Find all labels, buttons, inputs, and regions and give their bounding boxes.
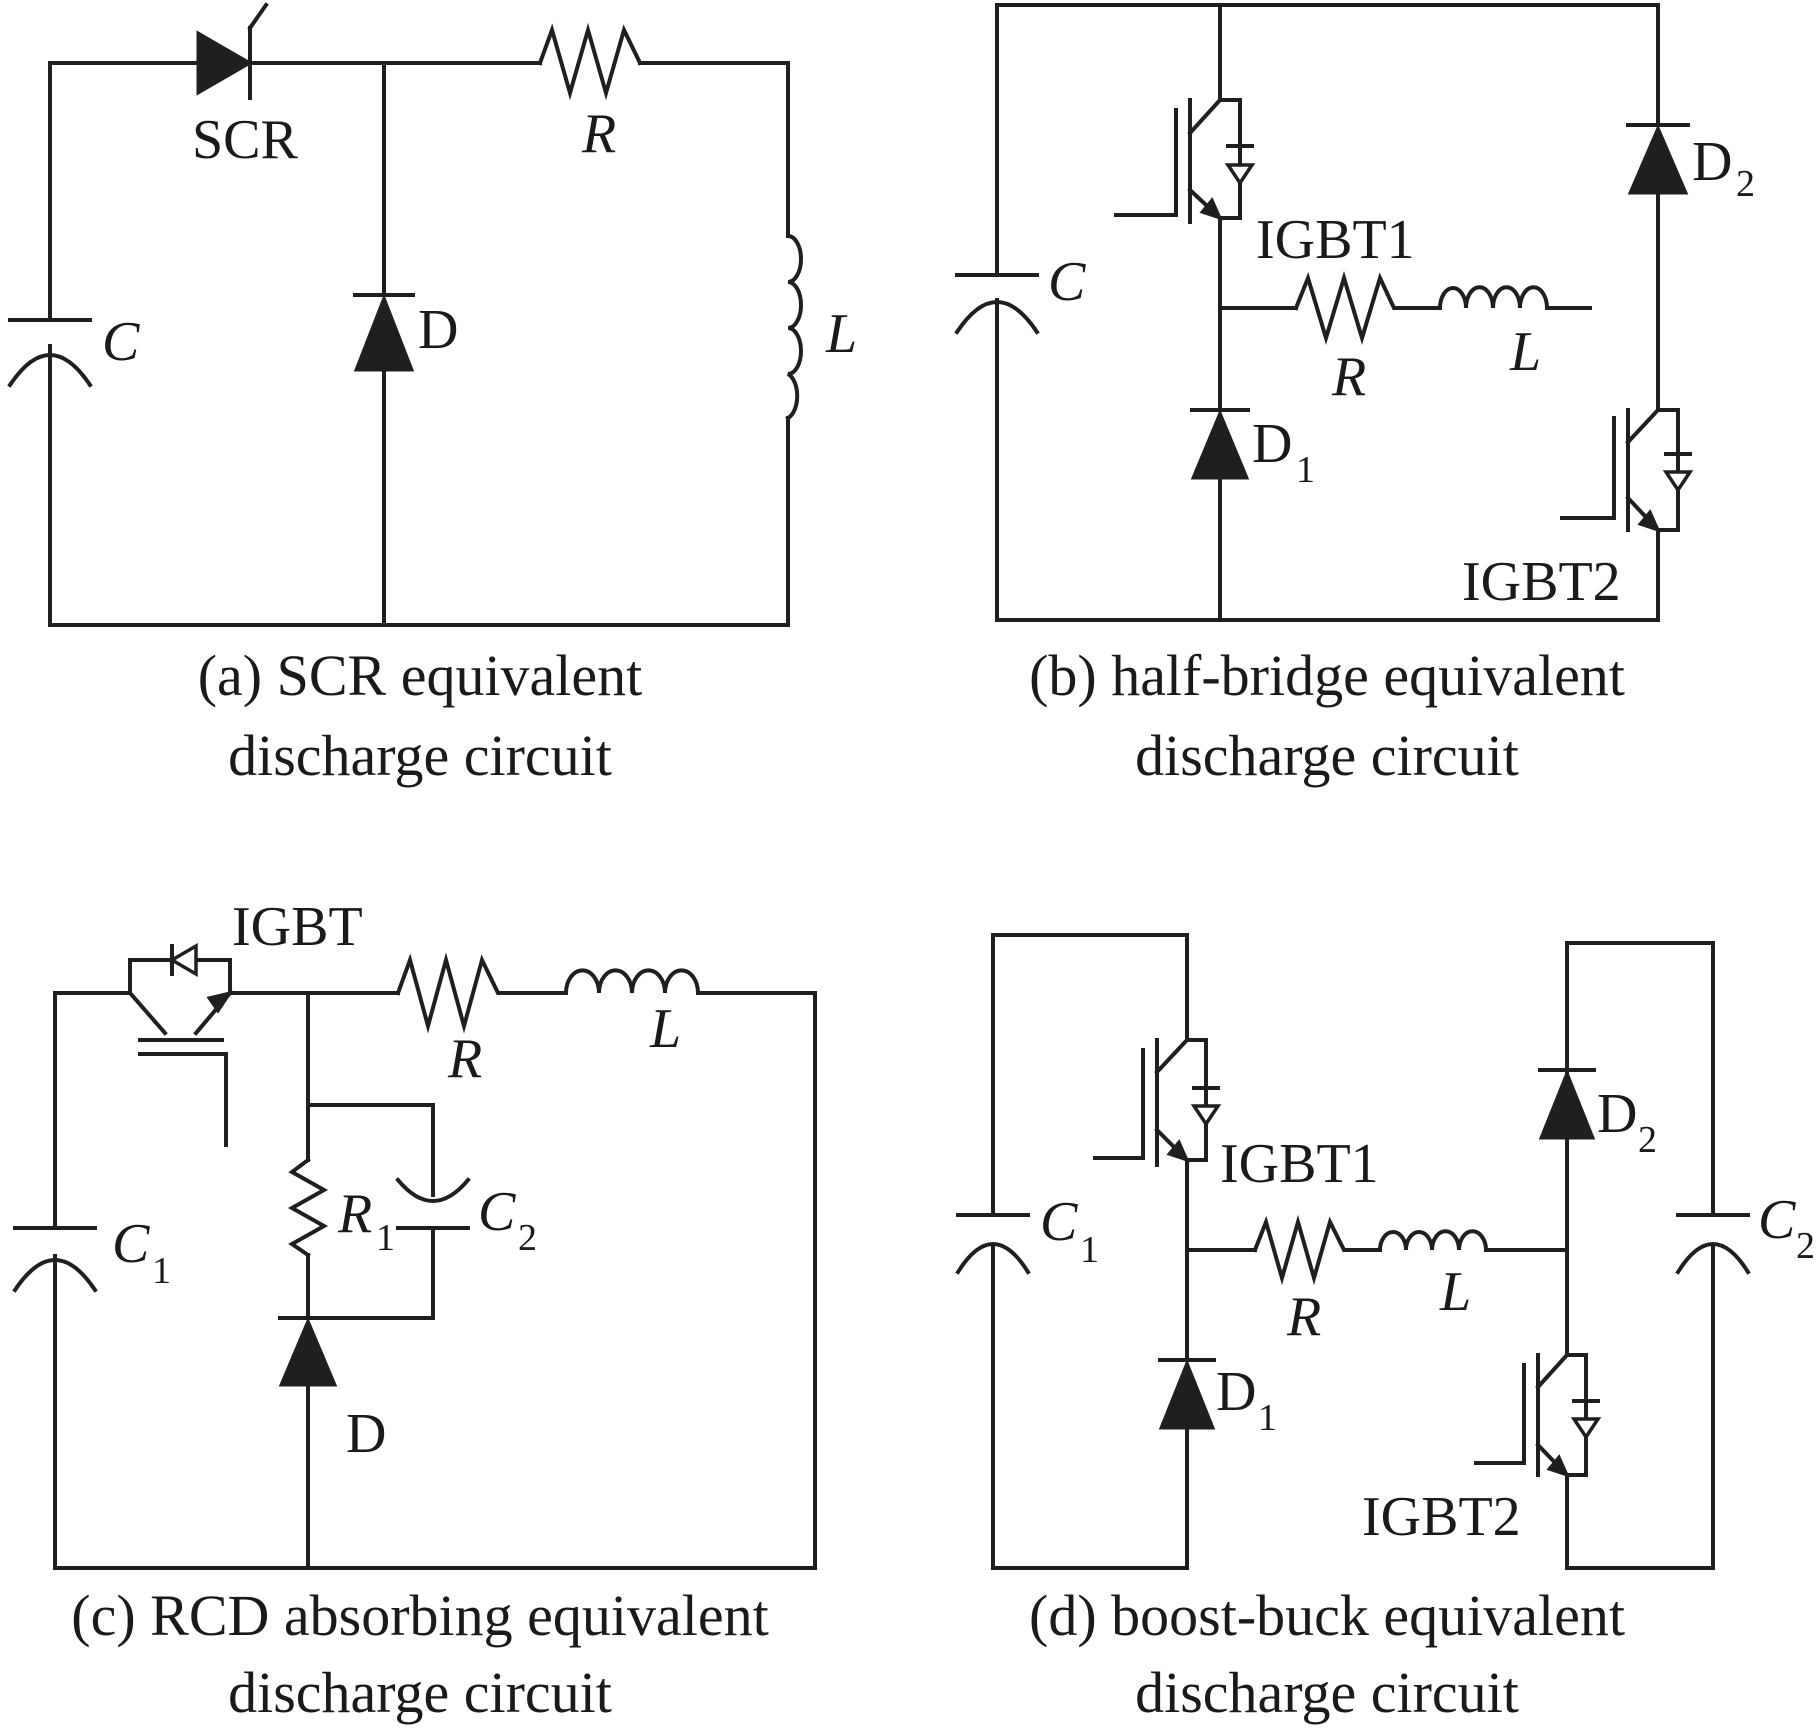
panel-c-resistor bbox=[395, 952, 510, 1034]
label-igbt2: IGBT2 bbox=[1462, 551, 1621, 613]
label-d: D bbox=[418, 299, 458, 361]
label-c2: C bbox=[478, 1181, 516, 1243]
label-r: R bbox=[1286, 1286, 1321, 1348]
label-c2-subscript: 2 bbox=[1796, 1225, 1815, 1267]
caption-c-line1: (c) RCD absorbing equivalent bbox=[71, 1583, 768, 1648]
label-igbt1: IGBT1 bbox=[1220, 1133, 1379, 1195]
caption-a-line2: discharge circuit bbox=[228, 723, 612, 788]
panel-d-boost-buck-circuit: IGBT1 IGBT2 C 1 C 2 R L D 1 D 2 (d) boos… bbox=[955, 933, 1815, 1725]
panel-d-resistor bbox=[1252, 1214, 1364, 1286]
panel-c-capacitor-c1 bbox=[12, 1226, 98, 1293]
panel-d-diode-d2 bbox=[1538, 1068, 1596, 1140]
panel-b-diode-d2 bbox=[1626, 123, 1690, 195]
label-d1: D bbox=[1216, 1361, 1256, 1423]
label-c1-subscript: 1 bbox=[1080, 1229, 1099, 1271]
caption-c-line2: discharge circuit bbox=[228, 1660, 612, 1725]
panel-d-capacitor-c2 bbox=[1675, 1213, 1751, 1275]
label-r: R bbox=[581, 103, 616, 165]
panel-b-resistor bbox=[1293, 271, 1407, 345]
caption-d-line1: (d) boost-buck equivalent bbox=[1029, 1583, 1625, 1648]
label-l: L bbox=[649, 998, 681, 1060]
label-l: L bbox=[1509, 321, 1541, 383]
label-c: C bbox=[1048, 251, 1086, 313]
panel-b-diode-d1 bbox=[1190, 408, 1250, 480]
label-d2-subscript: 2 bbox=[1736, 163, 1755, 205]
label-d2-subscript: 2 bbox=[1638, 1119, 1657, 1161]
panel-a-diode bbox=[353, 293, 415, 372]
label-d1: D bbox=[1252, 413, 1292, 475]
igbt1-switch bbox=[1114, 97, 1256, 224]
label-d2: D bbox=[1597, 1083, 1637, 1145]
caption-b-line1: (b) half-bridge equivalent bbox=[1029, 643, 1625, 708]
panel-c-diode bbox=[278, 1316, 338, 1387]
igbt1-switch bbox=[1093, 1037, 1222, 1167]
igbt2-switch bbox=[1560, 407, 1694, 533]
panel-a-capacitor bbox=[7, 318, 93, 388]
label-c1: C bbox=[112, 1213, 150, 1275]
label-igbt: IGBT bbox=[232, 896, 363, 958]
igbt2-switch bbox=[1474, 1352, 1602, 1478]
panel-a-resistor bbox=[537, 22, 643, 101]
panel-d-capacitor-c1 bbox=[955, 1213, 1031, 1275]
panel-d-diode-d1 bbox=[1158, 1358, 1216, 1430]
panel-c-rcd-circuit: IGBT R L R 1 C 2 C 1 D (c) RCD absorbing… bbox=[12, 896, 817, 1725]
label-c: C bbox=[102, 311, 140, 373]
label-r: R bbox=[447, 1028, 482, 1090]
panel-d-wires bbox=[991, 933, 1715, 1570]
label-c1: C bbox=[1040, 1191, 1078, 1253]
label-c2: C bbox=[1758, 1189, 1796, 1251]
panel-b-wires bbox=[995, 3, 1660, 622]
label-igbt1: IGBT1 bbox=[1256, 209, 1415, 271]
scr-thyristor bbox=[196, 2, 269, 100]
igbt-switch bbox=[127, 942, 234, 1147]
label-d1-subscript: 1 bbox=[1296, 449, 1315, 491]
label-d1-subscript: 1 bbox=[1258, 1397, 1277, 1439]
label-r1: R bbox=[337, 1183, 372, 1245]
label-igbt2: IGBT2 bbox=[1362, 1486, 1521, 1548]
panel-a-scr-circuit: SCR R D C L (a) SCR equivalent discharge… bbox=[7, 2, 857, 788]
panel-b-capacitor bbox=[954, 273, 1040, 335]
caption-d-line2: discharge circuit bbox=[1135, 1660, 1519, 1725]
label-d2: D bbox=[1692, 131, 1732, 193]
caption-a-line1: (a) SCR equivalent bbox=[198, 643, 643, 708]
panel-b-inductor bbox=[1437, 285, 1550, 311]
panel-d-inductor bbox=[1377, 1229, 1489, 1253]
label-c2-subscript: 2 bbox=[518, 1217, 537, 1259]
panel-c-resistor-r1 bbox=[287, 1157, 329, 1258]
label-r1-subscript: 1 bbox=[376, 1217, 395, 1259]
panel-c-wires bbox=[53, 991, 817, 1570]
panel-b-half-bridge-circuit: IGBT1 IGBT2 C R L D 1 D 2 (b) half-bridg… bbox=[954, 3, 1755, 788]
label-l: L bbox=[1439, 1261, 1471, 1323]
panel-a-inductor bbox=[785, 233, 803, 421]
label-scr: SCR bbox=[192, 109, 298, 171]
label-d: D bbox=[346, 1403, 386, 1465]
panel-c-inductor bbox=[563, 968, 701, 996]
label-c1-subscript: 1 bbox=[152, 1250, 171, 1292]
panel-a-wires bbox=[48, 61, 790, 627]
label-l: L bbox=[825, 303, 857, 365]
panel-c-capacitor-c2 bbox=[395, 1177, 471, 1230]
label-r: R bbox=[1331, 346, 1366, 408]
caption-b-line2: discharge circuit bbox=[1135, 723, 1519, 788]
